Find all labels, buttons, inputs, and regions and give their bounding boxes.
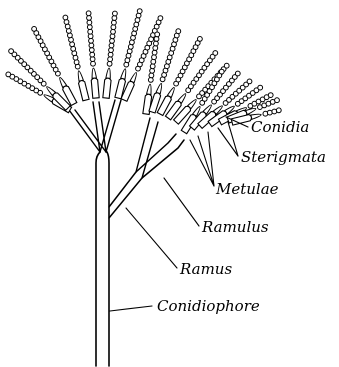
conidium (87, 25, 92, 30)
conidium (110, 39, 115, 44)
conidium (276, 108, 281, 113)
conidium (109, 48, 114, 53)
sterigma (47, 87, 56, 96)
sterigma (156, 83, 162, 93)
sterigma (78, 71, 83, 81)
conidium (9, 49, 14, 54)
sterigma (246, 108, 256, 114)
conidium (111, 29, 116, 34)
conidium (151, 59, 156, 64)
sterigma (106, 68, 110, 78)
metula (79, 81, 90, 101)
sterigma (130, 73, 136, 83)
label-metulae: Metulae (215, 180, 279, 198)
conidium (268, 93, 273, 98)
conidium (152, 50, 157, 55)
label-conidia: Conidia (251, 118, 309, 136)
sterigma (188, 100, 196, 109)
conidium (89, 38, 94, 43)
conidium (275, 98, 280, 103)
conidium (152, 55, 157, 60)
conidium (111, 25, 116, 30)
conidium (87, 16, 92, 21)
conidium (154, 37, 159, 42)
conidium (219, 69, 224, 74)
conidium (235, 71, 240, 76)
penicillus-brush (6, 9, 281, 178)
ramus-branch (109, 172, 142, 218)
conidium (108, 57, 113, 62)
sterigma (167, 87, 174, 97)
label-conidiophore: Conidiophore (157, 297, 260, 315)
conidium (224, 63, 229, 68)
conidium (89, 43, 94, 48)
sterigma (60, 77, 67, 87)
conidium (158, 16, 163, 21)
sterigma (121, 69, 126, 79)
conidium (176, 29, 181, 34)
branch (142, 122, 158, 178)
conidium (150, 64, 155, 69)
conidium (89, 48, 94, 53)
sterigma (147, 84, 151, 94)
conidium (90, 52, 95, 57)
conidium (88, 29, 93, 34)
conidium (154, 41, 159, 46)
conidium (137, 9, 142, 14)
conidium (198, 37, 203, 42)
conidium (213, 51, 218, 56)
label-ramulus: Ramulus (201, 218, 269, 236)
label-sterigmata: Sterigmata (241, 148, 326, 166)
conidiophore-stalk (96, 152, 109, 366)
conidium (86, 11, 91, 16)
branch (136, 118, 150, 172)
conidium (63, 15, 68, 20)
label-ramus: Ramus (179, 260, 232, 278)
branch (106, 100, 121, 152)
sterigma (92, 68, 96, 78)
conidium (32, 27, 37, 32)
sterigma (178, 94, 186, 103)
conidium (113, 11, 118, 16)
conidium (91, 61, 96, 66)
conidium (6, 72, 11, 77)
conidium (155, 32, 160, 37)
conidium (112, 20, 117, 25)
conidium (258, 85, 263, 90)
metula (103, 78, 111, 98)
conidium (149, 73, 154, 78)
metula (91, 78, 99, 98)
conidium (109, 43, 114, 48)
conidium (107, 61, 112, 66)
conidium (87, 20, 92, 25)
conidium (247, 79, 252, 84)
